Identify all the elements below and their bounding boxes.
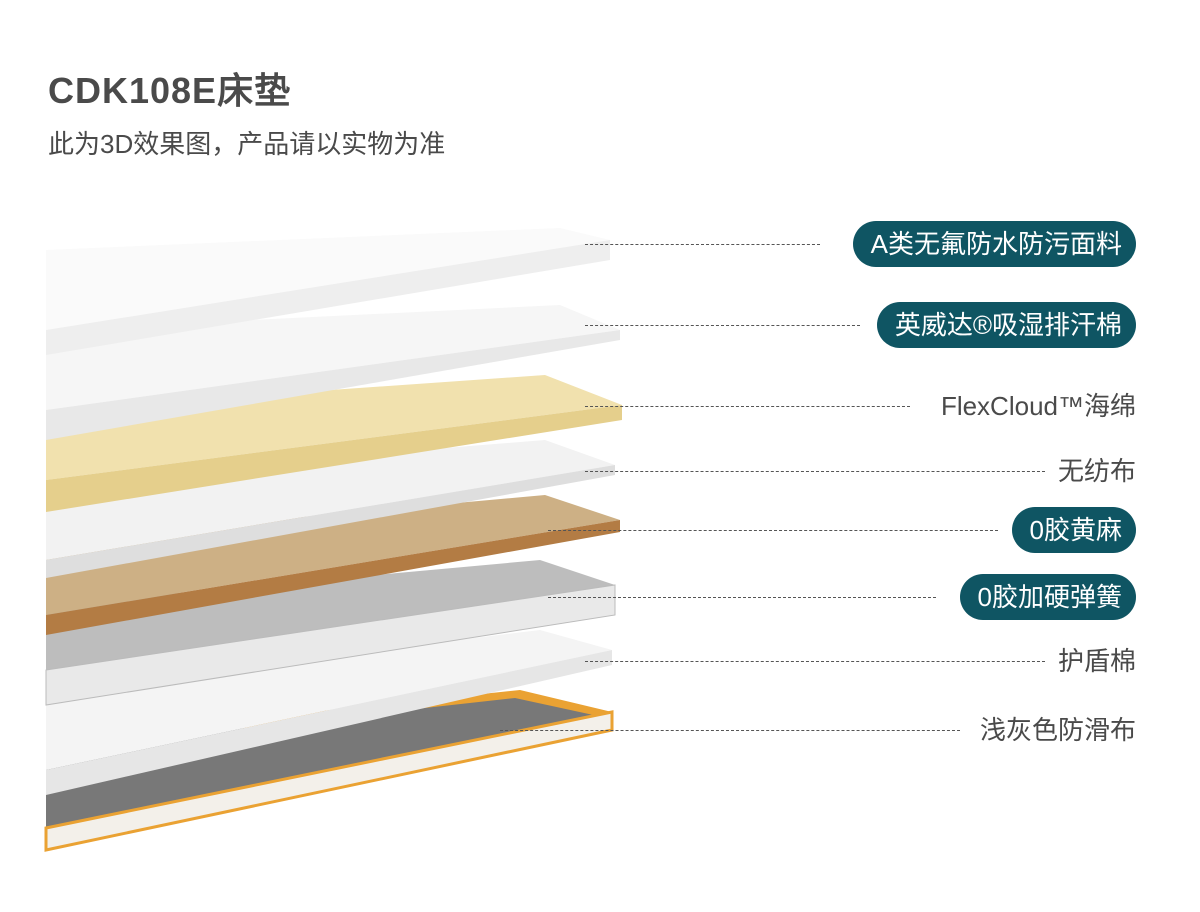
leader-line xyxy=(585,244,820,245)
layer-jute xyxy=(46,495,620,635)
leader-line xyxy=(500,730,960,731)
layer-label-anti-slip: 浅灰色防滑布 xyxy=(979,715,1136,745)
page-title: CDK108E床垫 xyxy=(48,70,292,111)
layer-label-springs: 0胶加硬弹簧 xyxy=(959,574,1136,620)
page-subtitle: 此为3D效果图，产品请以实物为准 xyxy=(48,129,446,159)
layer-label-jute: 0胶黄麻 xyxy=(1011,507,1136,553)
layer-label-wicking-cotton: 英威达®吸湿排汗棉 xyxy=(876,302,1136,348)
leader-line xyxy=(585,325,860,326)
layer-springs xyxy=(45,560,616,706)
layer-protector-cotton xyxy=(46,630,612,795)
layer-label-foam: FlexCloud™海绵 xyxy=(940,391,1136,421)
layer-label-non-woven: 无纺布 xyxy=(1057,456,1136,486)
layer-wicking-cotton xyxy=(46,305,620,440)
leader-line xyxy=(548,597,936,598)
layer-label-protector: 护盾棉 xyxy=(1057,646,1136,676)
leader-line xyxy=(585,661,1045,662)
leader-line xyxy=(585,471,1045,472)
leader-line xyxy=(585,406,910,407)
leader-line xyxy=(548,530,998,531)
layer-label-fabric: A类无氟防水防污面料 xyxy=(852,221,1136,267)
layer-top-fabric xyxy=(46,228,610,355)
